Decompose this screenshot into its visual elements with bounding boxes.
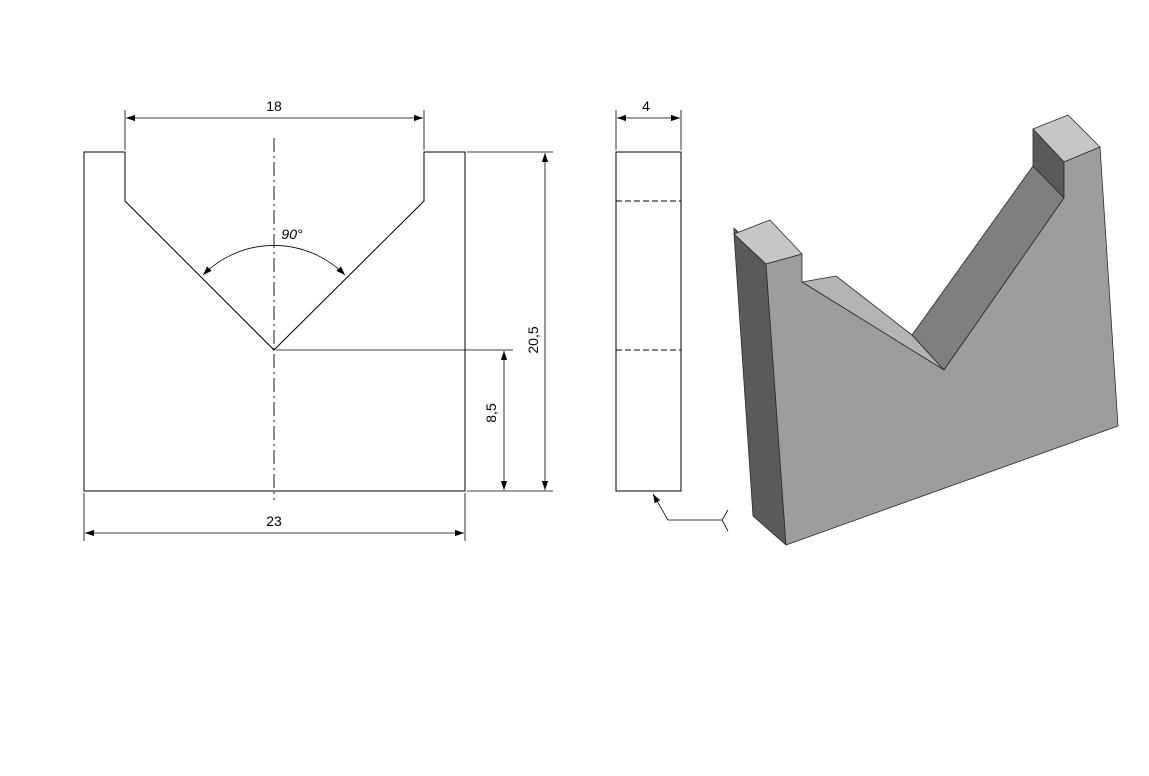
dim-label-overall-height: 20,5: [525, 326, 541, 353]
dim-label-v-angle: 90°: [281, 226, 303, 242]
side-view: [615, 110, 729, 532]
dim-label-thickness: 4: [642, 98, 650, 114]
dim-label-vertex-height: 8,5: [483, 403, 499, 423]
front-view: [83, 110, 553, 541]
dim-label-top-opening: 18: [266, 98, 282, 114]
isometric-view: [733, 114, 1119, 546]
dim-label-overall-width: 23: [266, 513, 282, 529]
front-view-outline: [83, 151, 466, 492]
dim-arc-angle: [202, 245, 346, 276]
surface-finish-symbol: [721, 509, 729, 532]
iso-front-face: [765, 146, 1119, 546]
side-view-outline: [615, 151, 682, 492]
surface-finish-leader: [652, 493, 722, 521]
